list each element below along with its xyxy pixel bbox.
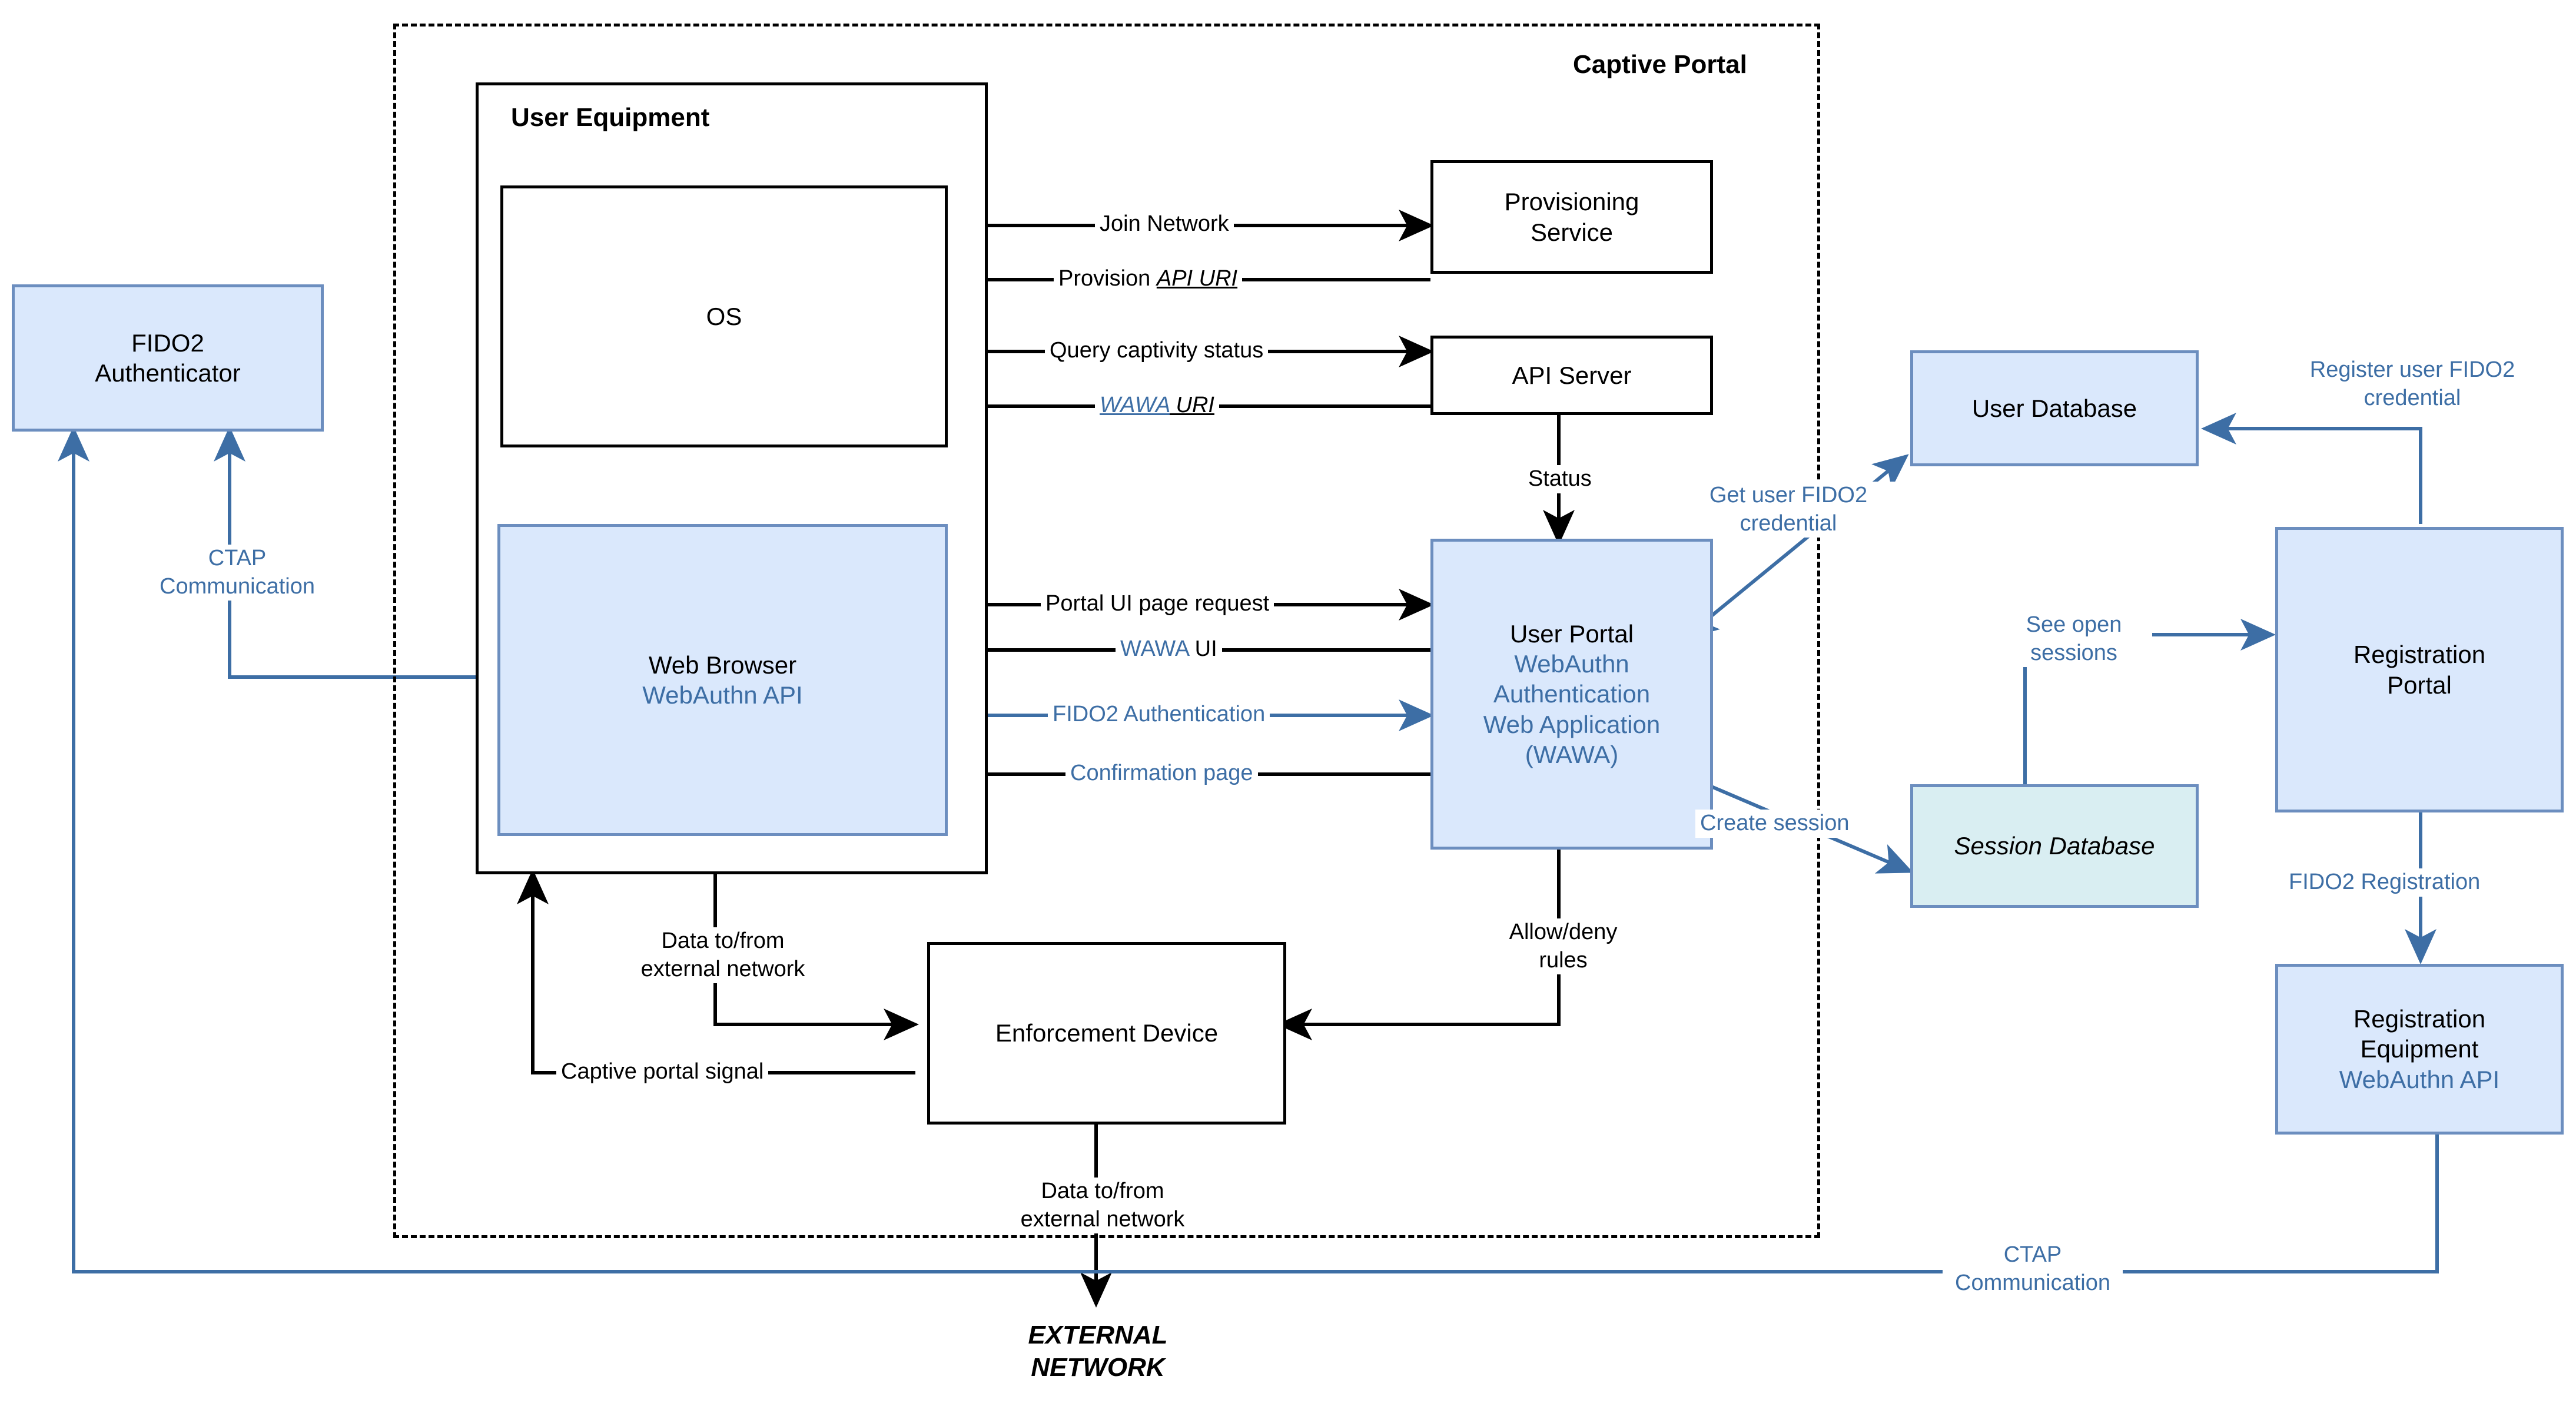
- registration-portal-line1: Registration: [2353, 641, 2486, 669]
- node-provisioning-service[interactable]: Provisioning Service: [1430, 160, 1713, 274]
- node-web-browser[interactable]: Web Browser WebAuthn API: [497, 524, 948, 836]
- user-portal-line1: User Portal: [1509, 619, 1634, 648]
- register-cred-line1: Register user FIDO2: [2309, 357, 2515, 382]
- edge-label-captive-portal-signal: Captive portal signal: [556, 1058, 769, 1086]
- user-portal-line3: Authentication: [1493, 680, 1651, 708]
- registration-portal-line2: Portal: [2387, 671, 2452, 699]
- node-user-database[interactable]: User Database: [1910, 350, 2199, 466]
- edge-label-provision-api-uri: Provision API URI: [1054, 265, 1243, 293]
- allow-deny-line1: Allow/deny: [1509, 920, 1618, 944]
- edge-label-fido2-registration: FIDO2 Registration: [2284, 868, 2485, 897]
- node-enforcement-device[interactable]: Enforcement Device: [927, 942, 1286, 1125]
- user-portal-line2: WebAuthn: [1514, 650, 1629, 678]
- wawa-uri-emphasis: WAWA: [1100, 393, 1170, 417]
- edge-label-portal-ui-page-request: Portal UI page request: [1041, 590, 1274, 618]
- external-network-line1: EXTERNAL: [1028, 1321, 1168, 1349]
- wawa-ui-suffix: UI: [1189, 636, 1217, 661]
- provision-prefix: Provision: [1058, 266, 1157, 291]
- edge-label-ctap-communication-bottom: CTAP Communication: [1943, 1241, 2123, 1297]
- api-uri-emphasis: API URI: [1156, 266, 1238, 291]
- data-ext-upper-line2: external network: [640, 956, 805, 981]
- edge-label-create-session: Create session: [1695, 810, 1854, 838]
- node-api-server[interactable]: API Server: [1430, 336, 1713, 415]
- user-portal-line4: Web Application: [1483, 710, 1661, 738]
- see-open-line2: sessions: [2030, 640, 2117, 665]
- captive-portal-title: Captive Portal: [1573, 50, 1747, 79]
- edge-label-register-user-fido2-credential: Register user FIDO2 credential: [2284, 356, 2541, 412]
- enforcement-device-label: Enforcement Device: [995, 1019, 1219, 1047]
- external-network-line2: NETWORK: [1031, 1353, 1165, 1382]
- edge-label-data-external-network-lower: Data to/from external network: [1007, 1178, 1199, 1233]
- ctap-left-line1: CTAP: [208, 546, 267, 571]
- web-browser-webauthn-api: WebAuthn API: [642, 681, 803, 709]
- registration-equipment-line2: Equipment: [2360, 1035, 2479, 1063]
- registration-equipment-line1: Registration: [2353, 1005, 2486, 1033]
- get-cred-line2: credential: [1740, 510, 1837, 536]
- node-registration-equipment[interactable]: Registration Equipment WebAuthn API: [2275, 964, 2564, 1135]
- edge-label-wawa-ui: WAWA UI: [1116, 635, 1222, 664]
- node-registration-portal[interactable]: Registration Portal: [2275, 527, 2564, 812]
- fido2-authenticator-line2: Authenticator: [95, 359, 241, 387]
- edge-label-fido2-authentication: FIDO2 Authentication: [1048, 701, 1270, 729]
- get-cred-line1: Get user FIDO2: [1709, 483, 1868, 508]
- wawa-uri-suffix: URI: [1169, 393, 1214, 417]
- ctap-bottom-line2: Communication: [1955, 1270, 2110, 1295]
- ctap-bottom-line1: CTAP: [2003, 1242, 2062, 1267]
- edge-label-join-network: Join Network: [1095, 210, 1234, 238]
- node-os[interactable]: OS: [500, 185, 948, 447]
- see-open-line1: See open: [2026, 612, 2122, 637]
- edge-label-wawa-uri: WAWA URI: [1095, 392, 1219, 420]
- data-ext-upper-line1: Data to/from: [661, 928, 785, 953]
- edge-label-ctap-communication-left: CTAP Communication: [150, 545, 324, 601]
- edge-label-see-open-sessions: See open sessions: [1996, 611, 2152, 667]
- edge-label-confirmation-page: Confirmation page: [1065, 759, 1258, 788]
- fido2-authenticator-line1: FIDO2: [131, 329, 204, 357]
- node-user-portal[interactable]: User Portal WebAuthn Authentication Web …: [1430, 539, 1713, 850]
- wawa-ui-emphasis: WAWA: [1120, 636, 1189, 661]
- web-browser-label: Web Browser: [648, 651, 797, 679]
- node-fido2-authenticator[interactable]: FIDO2 Authenticator: [12, 284, 324, 432]
- user-portal-line5: (WAWA): [1525, 740, 1619, 768]
- edge-label-get-user-fido2-credential: Get user FIDO2 credential: [1681, 482, 1896, 538]
- ctap-left-line2: Communication: [160, 573, 315, 599]
- os-label: OS: [706, 302, 742, 330]
- edge-label-query-captivity-status: Query captivity status: [1045, 337, 1269, 365]
- captive-portal-boundary: [393, 24, 1820, 1238]
- allow-deny-line2: rules: [1539, 947, 1588, 973]
- data-ext-lower-line2: external network: [1020, 1206, 1185, 1232]
- node-external-network: EXTERNAL NETWORK: [942, 1319, 1254, 1384]
- edge-label-allow-deny-rules: Allow/deny rules: [1483, 918, 1643, 974]
- register-cred-line2: credential: [2363, 385, 2461, 410]
- provisioning-service-line2: Service: [1530, 218, 1614, 246]
- user-database-label: User Database: [1971, 394, 2137, 422]
- user-equipment-title: User Equipment: [511, 103, 710, 132]
- session-database-label: Session Database: [1954, 832, 2155, 860]
- edge-label-status: Status: [1523, 465, 1596, 493]
- node-session-database[interactable]: Session Database: [1910, 784, 2199, 908]
- provisioning-service-line1: Provisioning: [1504, 188, 1639, 216]
- api-server-label: API Server: [1512, 361, 1632, 389]
- data-ext-lower-line1: Data to/from: [1041, 1179, 1164, 1203]
- edge-label-data-external-network-upper: Data to/from external network: [627, 927, 819, 983]
- registration-equipment-webauthn-api: WebAuthn API: [2339, 1065, 2500, 1093]
